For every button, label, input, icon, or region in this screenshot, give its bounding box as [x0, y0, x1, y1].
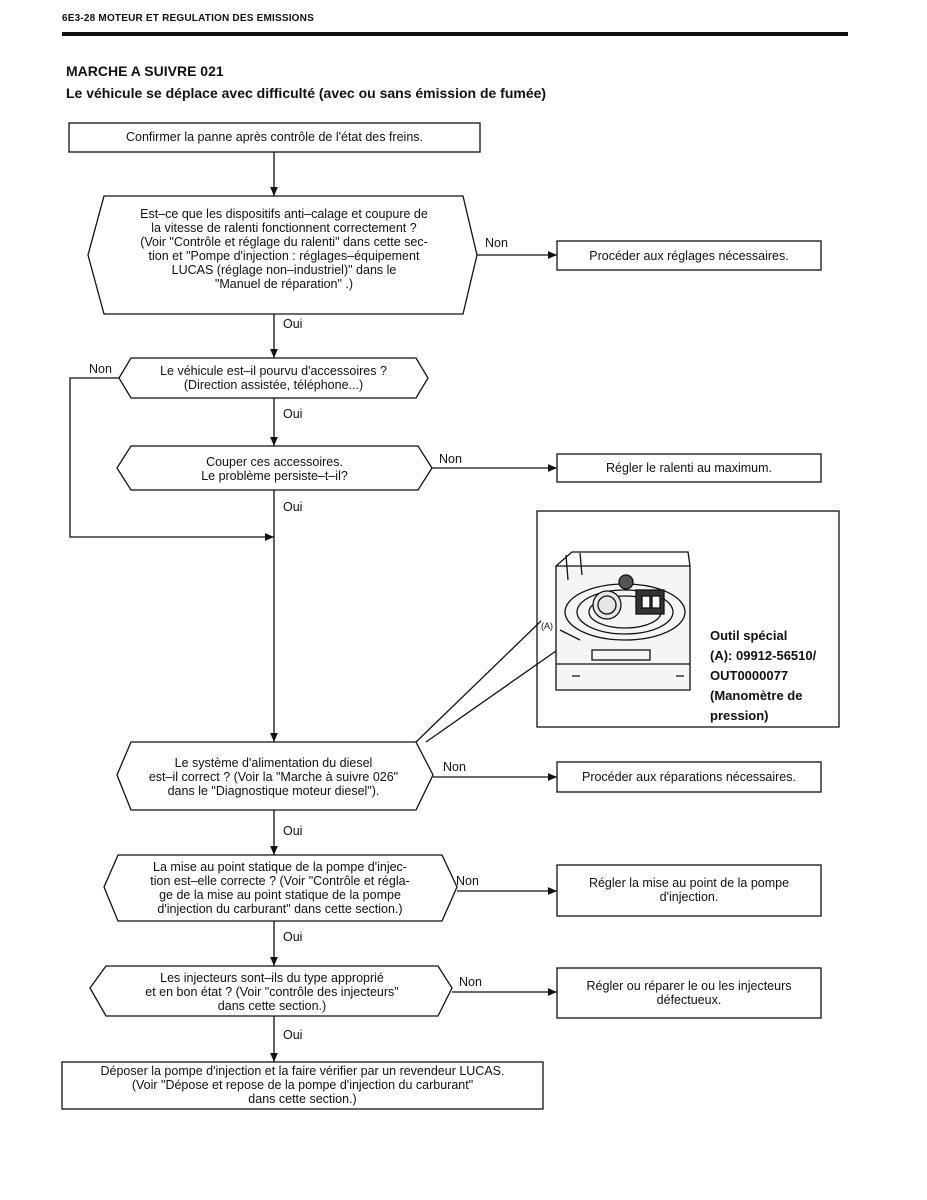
procedure-title: MARCHE A SUIVRE 021	[66, 63, 224, 79]
special-tool-panel	[536, 510, 840, 728]
action-adjust-text: Procéder aux réglages nécessaires.	[589, 249, 789, 263]
decision-idle-devices	[87, 195, 478, 315]
no-label: Non	[443, 760, 466, 774]
pressure-gauge-case-image	[555, 551, 691, 691]
special-tool-label: Outil spécial (A): 09912-56510/ OUT00000…	[710, 628, 817, 723]
box-final	[61, 1061, 544, 1110]
action-idle-max-text: Régler le ralenti au maximum.	[605, 461, 773, 475]
decision-static-timing	[103, 854, 458, 922]
no-label: Non	[439, 452, 462, 466]
no-label: Non	[89, 362, 112, 376]
header-rule	[62, 32, 848, 36]
decision-cut-accessories-text: Couper ces accessoires. Le problème pers…	[201, 455, 348, 483]
decision-idle-devices-text: Est–ce que les dispositifs anti–calage e…	[140, 207, 428, 291]
yes-label: Oui	[283, 1028, 303, 1042]
box-injectors	[556, 967, 822, 1019]
yes-label: Oui	[283, 317, 303, 331]
no-label: Non	[485, 236, 508, 250]
yes-label: Oui	[283, 500, 303, 514]
action-injectors-text: Régler ou réparer le ou les injecteurs d…	[586, 979, 792, 1007]
action-repairs-text: Procéder aux réparations nécessaires.	[581, 770, 796, 784]
page-header: 6E3-28 MOTEUR ET REGULATION DES EMISSION…	[62, 13, 314, 24]
step-confirm-text: Confirmer la panne après contrôle de l'é…	[126, 130, 423, 144]
step-final-text: Déposer la pompe d'injection et la faire…	[100, 1064, 505, 1106]
decision-diesel-supply-text: Le système d'alimentation du diesel est–…	[148, 756, 399, 798]
decision-injectors	[89, 965, 453, 1017]
action-timing-text: Régler la mise au point de la pompe d'in…	[588, 876, 790, 904]
decision-accessories-text: Le véhicule est–il pourvu d'accessoires …	[160, 364, 387, 392]
yes-label: Oui	[283, 824, 303, 838]
decision-static-timing-text: La mise au point statique de la pompe d'…	[150, 860, 410, 916]
decision-injectors-text: Les injecteurs sont–ils du type appropri…	[145, 971, 399, 1013]
symptom-title: Le véhicule se déplace avec difficulté (…	[66, 85, 547, 101]
no-label: Non	[459, 975, 482, 989]
yes-label: Oui	[283, 407, 303, 421]
yes-label: Oui	[283, 930, 303, 944]
no-label: Non	[456, 874, 479, 888]
tool-marker-a: (A)	[541, 621, 553, 631]
decision-cut-accessories	[116, 445, 433, 491]
